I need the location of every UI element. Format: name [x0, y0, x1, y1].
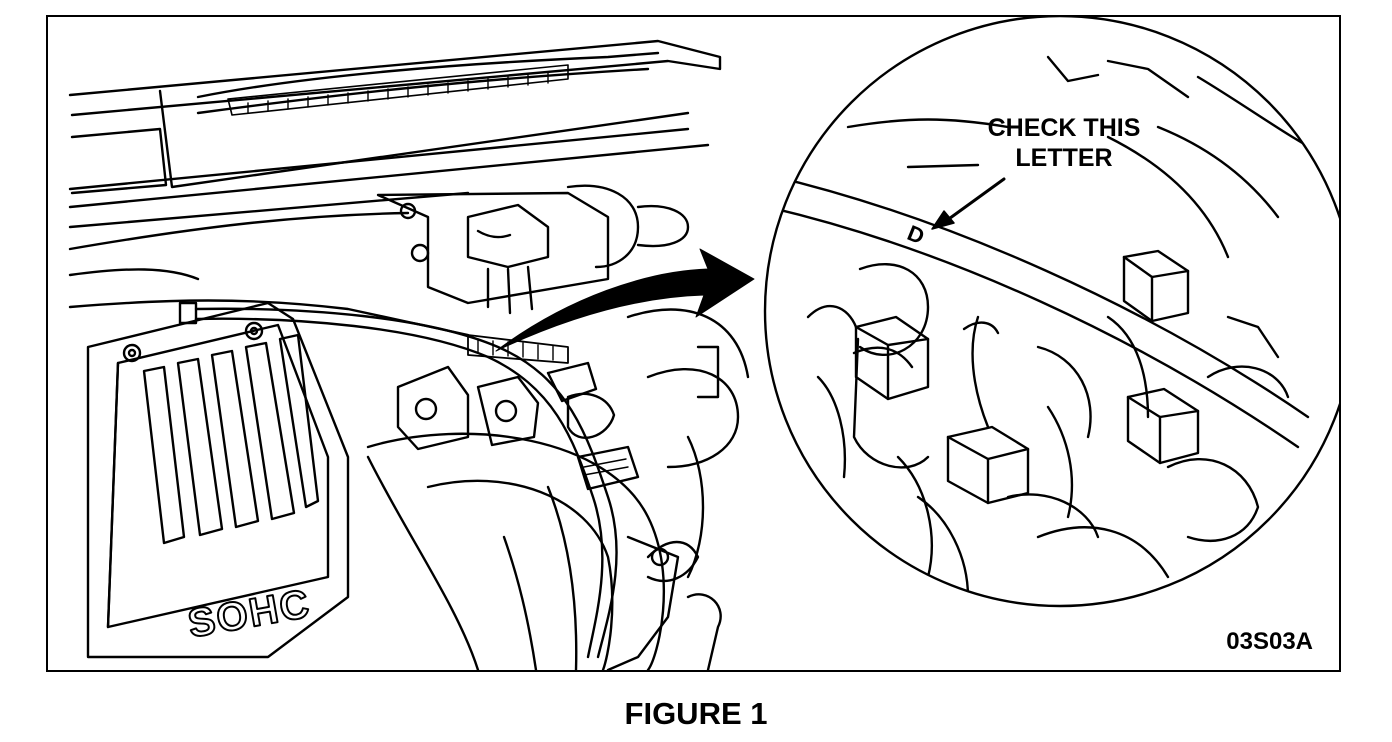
inset-letter: D [904, 220, 928, 249]
magnified-inset: D [763, 17, 1339, 608]
figure-code: 03S03A [1226, 628, 1313, 655]
letter-pointer-arrow [944, 177, 1006, 223]
callout-line-1: CHECK THIS [987, 114, 1141, 142]
check-letter-callout: CHECK THIS LETTER [954, 113, 1174, 173]
engine-bay-view [68, 39, 750, 670]
figure-frame: D SOHC CHECK THIS LETTER 03S03A [46, 15, 1341, 672]
pointer-arrow [495, 248, 755, 352]
figure-caption: FIGURE 1 [624, 696, 768, 731]
callout-line-2: LETTER [1015, 144, 1113, 172]
engine-illustration: D SOHC [68, 17, 1339, 670]
